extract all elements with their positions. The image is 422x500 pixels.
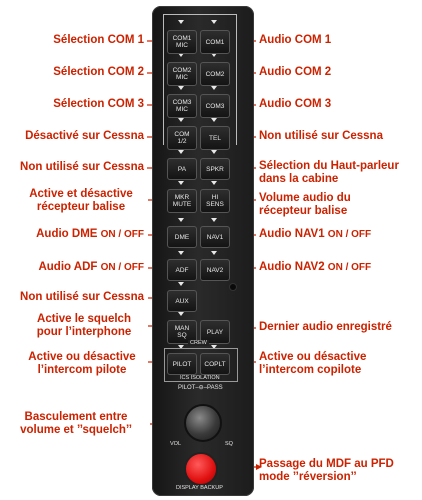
com3mic-led-indicator xyxy=(178,86,184,90)
ics-group-bracket xyxy=(164,348,238,382)
annotation-non-utilise-pa: Non utilisé sur Cessna xyxy=(20,161,144,173)
nav2-led-indicator xyxy=(211,251,217,255)
pa-button[interactable]: PA xyxy=(167,158,197,180)
com2-audio-button[interactable]: COM2 xyxy=(200,62,230,86)
annotation-audio-nav2-onoff: ON / OFF xyxy=(327,262,372,273)
display-backup-button[interactable] xyxy=(184,452,218,486)
annotation-intercom-copilote: Active ou désactive l’intercom copilote xyxy=(259,351,367,376)
pilot-led-indicator xyxy=(178,345,184,349)
annotation-volume-balise: Volume audio du récepteur balise xyxy=(259,192,351,217)
tel-led-indicator xyxy=(211,118,217,122)
annotation-audio-nav1-onoff: ON / OFF xyxy=(327,229,372,240)
sq-label: SQ xyxy=(225,441,233,447)
hi-sens-button[interactable]: HI SENS xyxy=(200,189,230,213)
com3-mic-button[interactable]: COM3 MIC xyxy=(167,94,197,118)
annotation-selection-com2: Sélection COM 2 xyxy=(53,66,144,78)
aux-led-indicator xyxy=(178,282,184,286)
vol-label: VOL xyxy=(170,441,182,447)
pilot-pass-label: PILOT–⊖–PASS xyxy=(178,385,223,391)
aux-button[interactable]: AUX xyxy=(167,290,197,312)
spkr-led-indicator xyxy=(211,150,217,154)
annotation-passage-mdf-pfd: Passage du MDF au PFD mode ’’réversion’’ xyxy=(259,458,394,483)
annotation-active-balise: Active et désactive récepteur balise xyxy=(29,188,133,213)
com12-button[interactable]: COM 1/2 xyxy=(167,126,197,150)
dme-button[interactable]: DME xyxy=(167,226,197,248)
nav2-button[interactable]: NAV2 xyxy=(200,259,230,281)
annotation-non-utilise-aux: Non utilisé sur Cessna xyxy=(20,291,144,303)
com3-audio-button[interactable]: COM3 xyxy=(200,94,230,118)
com1-led-indicator xyxy=(211,20,217,24)
com-group-bracket xyxy=(163,14,237,145)
crew-label: CREW xyxy=(188,340,209,346)
dme-led-indicator xyxy=(178,218,184,222)
manso-led-indicator xyxy=(178,312,184,316)
annotation-audio-nav1-text: Audio NAV1 xyxy=(259,228,325,240)
annotation-audio-dme-onoff: ON / OFF xyxy=(100,229,144,240)
annotation-basculement: Basculement entre volume et ’’squelch’’ xyxy=(20,411,132,436)
mkrmute-led-indicator xyxy=(178,181,184,185)
com1-audio-button[interactable]: COM1 xyxy=(200,30,230,54)
annotation-selection-haut-parleur: Sélection du Haut-parleur dans la cabine xyxy=(259,160,399,185)
annotation-audio-adf-onoff: ON / OFF xyxy=(100,262,144,273)
com2mic-led-indicator xyxy=(178,53,184,57)
mkr-mute-button[interactable]: MKR MUTE xyxy=(167,189,197,213)
annotation-audio-nav1: Audio NAV1 ON / OFF xyxy=(259,228,419,241)
annotation-squelch-interphone: Active le squelch pour l’interphone xyxy=(36,313,132,338)
annotation-dernier-audio: Dernier audio enregistré xyxy=(259,321,392,333)
adf-button[interactable]: ADF xyxy=(167,259,197,281)
annotation-desactive-cessna: Désactivé sur Cessna xyxy=(25,130,144,142)
annotation-audio-dme: Audio DME ON / OFF xyxy=(4,228,144,241)
hisens-led-indicator xyxy=(211,181,217,185)
nav1-button[interactable]: NAV1 xyxy=(200,226,230,248)
annotation-selection-com3: Sélection COM 3 xyxy=(53,98,144,110)
volume-squelch-knob[interactable] xyxy=(184,404,222,442)
com12-led-indicator xyxy=(178,118,184,122)
pilot-button[interactable]: PILOT xyxy=(167,353,197,375)
com3-led-indicator xyxy=(211,86,217,90)
annotation-audio-nav2-text: Audio NAV2 xyxy=(259,261,325,273)
annotation-audio-com1: Audio COM 1 xyxy=(259,34,332,46)
com2-led-indicator xyxy=(211,53,217,57)
annotation-non-utilise-tel: Non utilisé sur Cessna xyxy=(259,130,383,142)
coplt-led-indicator xyxy=(211,345,217,349)
com1mic-led-indicator xyxy=(178,20,184,24)
annotation-audio-nav2: Audio NAV2 ON / OFF xyxy=(259,261,419,274)
adf-led-indicator xyxy=(178,251,184,255)
coplt-button[interactable]: COPLT xyxy=(200,353,230,375)
annotation-selection-com1: Sélection COM 1 xyxy=(53,34,144,46)
annotation-audio-adf: Audio ADF ON / OFF xyxy=(4,261,144,274)
com1-mic-button[interactable]: COM1 MIC xyxy=(167,30,197,54)
pa-led-indicator xyxy=(178,150,184,154)
tel-button[interactable]: TEL xyxy=(200,126,230,150)
annotation-audio-dme-text: Audio DME xyxy=(36,228,98,240)
ics-isolation-label: ICS ISOLATION xyxy=(178,375,222,381)
display-backup-label: DISPLAY BACKUP xyxy=(176,485,223,491)
nav1-led-indicator xyxy=(211,218,217,222)
photocell-indicator xyxy=(229,283,237,291)
annotation-audio-com2: Audio COM 2 xyxy=(259,66,332,78)
annotation-intercom-pilote: Active ou désactive l’intercom pilote xyxy=(28,351,136,376)
annotation-audio-com3: Audio COM 3 xyxy=(259,98,332,110)
spkr-button[interactable]: SPKR xyxy=(200,158,230,180)
com2-mic-button[interactable]: COM2 MIC xyxy=(167,62,197,86)
annotation-audio-adf-text: Audio ADF xyxy=(38,261,98,273)
play-button[interactable]: PLAY xyxy=(200,320,230,344)
